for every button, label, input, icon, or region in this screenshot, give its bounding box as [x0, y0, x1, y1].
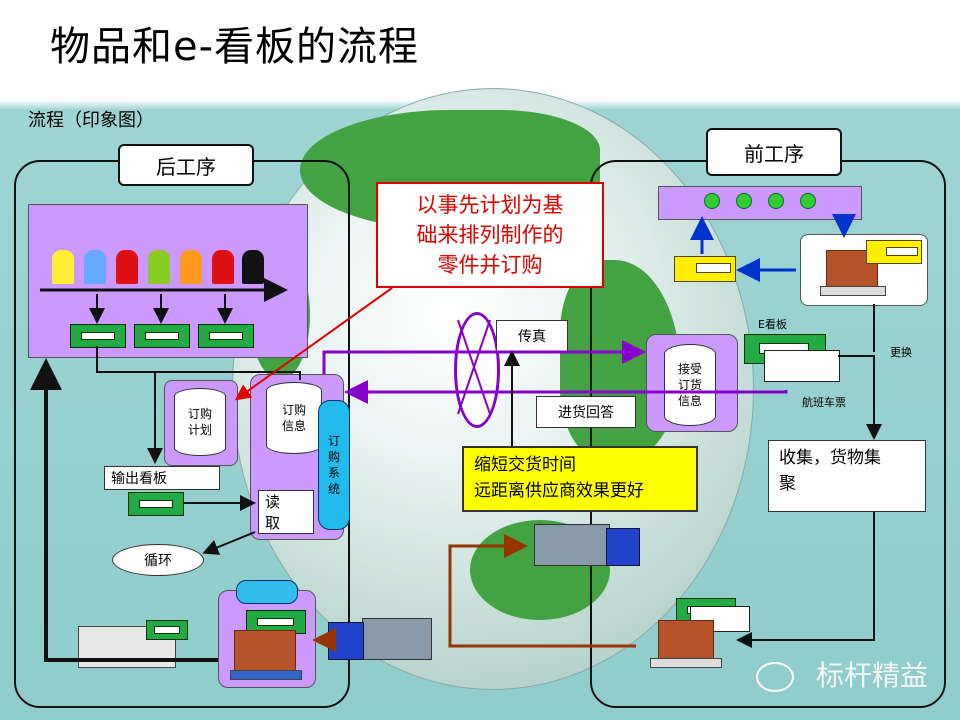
e-kanban-label: E看板 — [758, 318, 787, 331]
kanban-card-icon — [128, 492, 184, 516]
pallet-icon — [230, 670, 302, 680]
return-loop-line — [30, 358, 218, 662]
car-icon — [84, 250, 106, 284]
kanban-card-icon — [674, 256, 736, 282]
plan-note-pointer — [234, 287, 393, 401]
collect-to-out-line — [736, 512, 875, 648]
kanban-collect-line — [96, 346, 301, 380]
supplier-line-panel — [658, 186, 862, 220]
car-icon — [212, 250, 234, 284]
kanban-card-icon — [866, 240, 922, 264]
back-process-label: 后工序 — [118, 144, 254, 186]
shuttle-ticket-icon — [764, 350, 840, 382]
receive-order-database: 接受订货信息 — [664, 344, 716, 426]
pallet-icon — [820, 286, 886, 296]
car-icon — [116, 250, 138, 284]
part-icon — [736, 193, 752, 209]
car-icon — [180, 250, 202, 284]
part-icon — [800, 193, 816, 209]
car-icon — [148, 250, 170, 284]
collect-note: 收集，货物集 聚 — [768, 440, 926, 512]
kanban-card-icon — [198, 324, 254, 348]
reply-flow-line — [344, 380, 788, 404]
page-subtitle: 流程（印象图） — [28, 110, 154, 131]
replace-label: 更换 — [890, 346, 912, 359]
fax-cross — [457, 319, 491, 415]
front-process-label: 前工序 — [706, 128, 842, 176]
read-label: 读取 — [258, 490, 314, 534]
order-info-database: 订购信息 — [266, 382, 322, 454]
kanban-card-icon — [70, 324, 126, 348]
car-icon — [242, 250, 264, 284]
order-system-bar: 订 购 系 统 — [318, 400, 350, 530]
wechat-icon — [756, 662, 794, 692]
delivery-reply-label: 进货回答 — [536, 396, 636, 428]
order-flow-line — [322, 340, 646, 374]
cycle-label: 循环 — [112, 544, 204, 576]
fax-label: 传真 — [496, 320, 568, 352]
part-icon — [704, 193, 720, 209]
car-icon — [52, 250, 74, 284]
kanban-card-icon — [134, 324, 190, 348]
replace-line — [838, 355, 882, 440]
page-title: 物品和e-看板的流程 — [50, 24, 420, 70]
kanban-card-icon — [146, 620, 188, 640]
output-kanban-label: 输出看板 — [104, 466, 220, 490]
truck-cab-icon — [606, 528, 640, 566]
truck-icon — [534, 524, 610, 566]
received-goods-tag — [236, 580, 298, 604]
benefit-note: 缩短交货时间 远距离供应商效果更好 — [462, 446, 698, 512]
pallet-icon — [650, 658, 722, 668]
plan-note: 以事先计划为基 础来排列制作的 零件并订购 — [376, 182, 604, 288]
cycle-line — [202, 531, 256, 555]
order-plan-database: 订购计划 — [174, 388, 226, 456]
shuttle-ticket-label: 航班车票 — [802, 396, 846, 409]
part-icon — [768, 193, 784, 209]
shipping-return-line — [448, 534, 636, 648]
crate-icon — [234, 630, 296, 672]
watermark: 标杆精益 — [815, 659, 928, 692]
